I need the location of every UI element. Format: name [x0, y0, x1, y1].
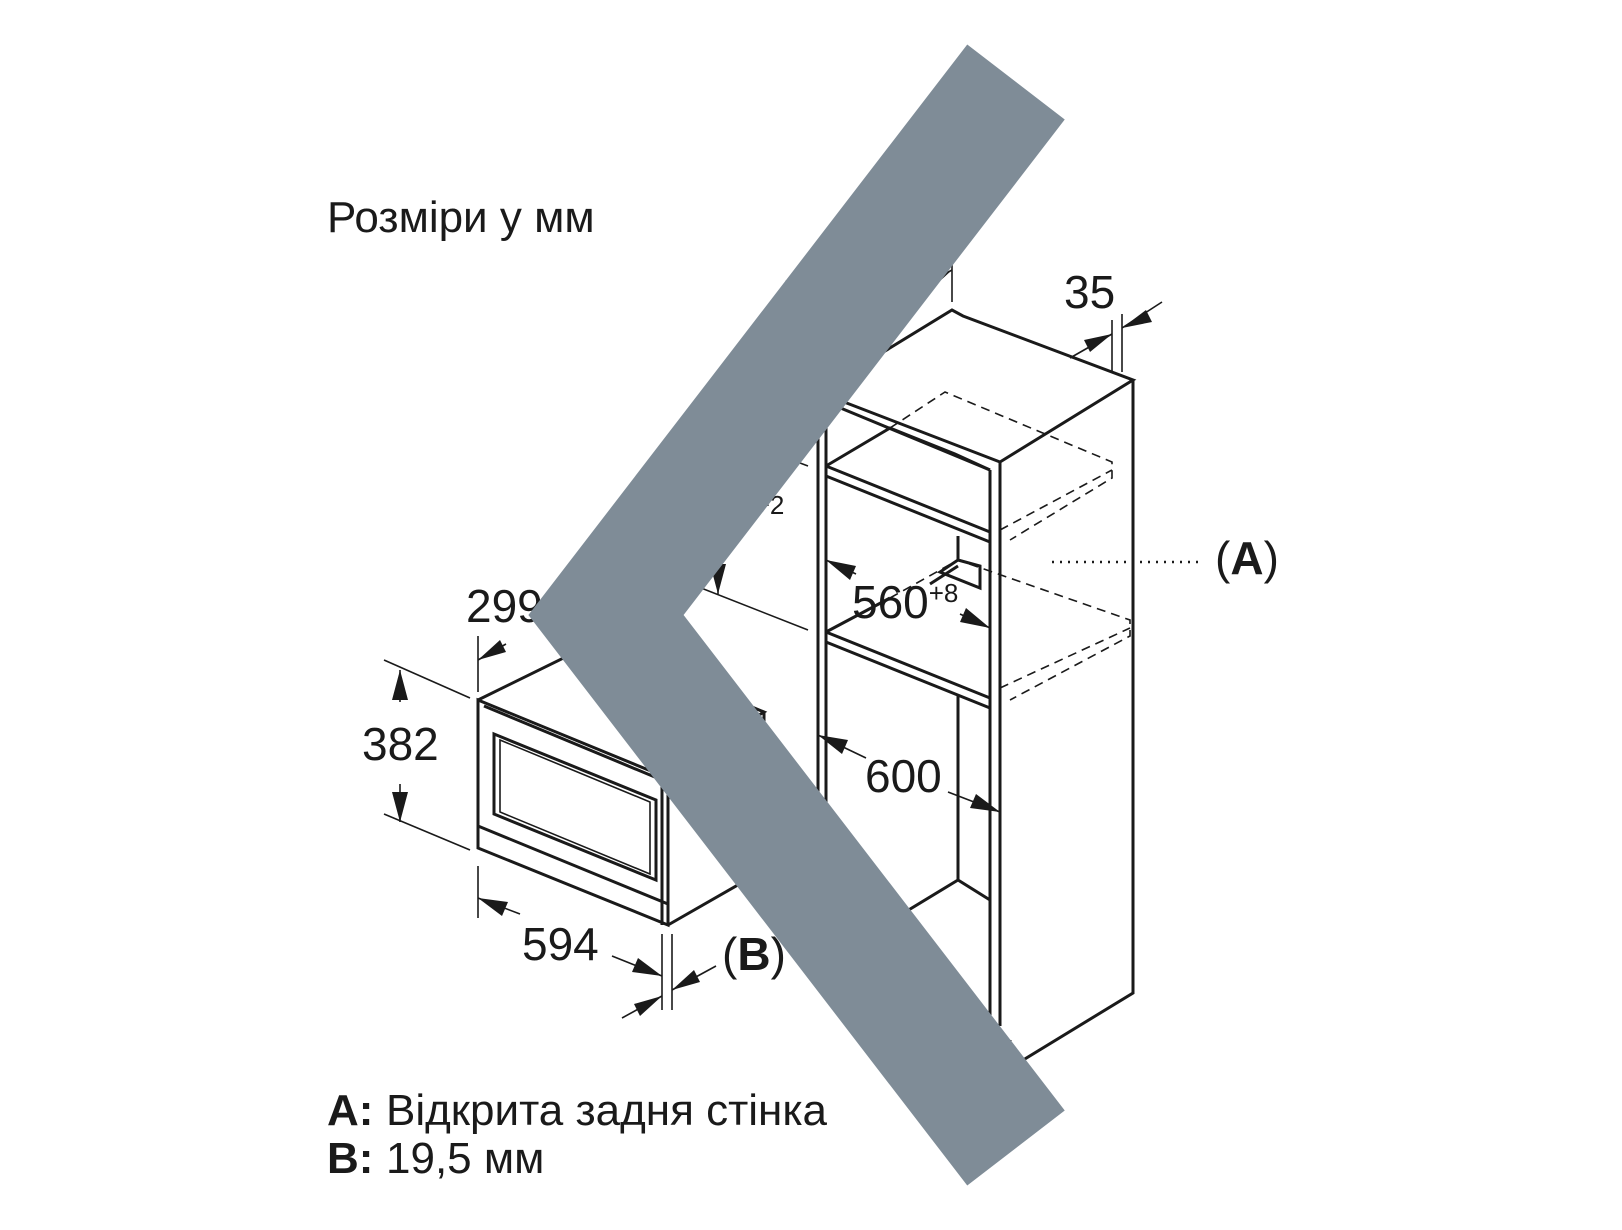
- arrow-b-left: [634, 996, 662, 1016]
- arrow-600-right: [970, 794, 1000, 812]
- marker-a-key: A: [1230, 532, 1263, 584]
- legend: A: Відкрита задня стінка B: 19,5 мм: [327, 1086, 828, 1183]
- shelf-top-back: [825, 426, 991, 472]
- device-window: [492, 731, 658, 883]
- shelf-mid-front2: [825, 640, 991, 710]
- arrow-382-bottom: [392, 792, 408, 822]
- hidden-mid-box: [889, 559, 1131, 701]
- label-device-depth: 299: [466, 580, 543, 632]
- arrow-560-left: [826, 560, 856, 580]
- cabinet-top-outline: [817, 308, 1137, 464]
- label-cabinet-inner-width: 600: [865, 750, 942, 802]
- cabinet-hidden-edges: [889, 391, 1131, 701]
- arrow-35-left: [1084, 334, 1112, 352]
- hidden-top-box: [889, 391, 1113, 541]
- cabinet: [816, 308, 1137, 1070]
- label-device-height: 382: [362, 718, 439, 770]
- label-niche-width: 560+8: [852, 576, 958, 628]
- label-cabinet-top-offset: 35: [1064, 266, 1115, 318]
- device-front-inner-top: [483, 704, 663, 782]
- arrow-560-right: [960, 608, 990, 628]
- label-niche-width-value: 560: [852, 576, 929, 628]
- shelf-mid-front: [825, 630, 991, 700]
- arrow-35-right: [1122, 310, 1152, 328]
- hidden-top-box-2: [999, 469, 1113, 531]
- label-device-width: 594: [522, 918, 599, 970]
- label-niche-width-tolerance: +8: [929, 578, 959, 608]
- diagram-title: Розміри у мм: [327, 193, 595, 242]
- marker-a: (A): [1215, 532, 1279, 584]
- legend-text-b: 19,5 мм: [386, 1134, 544, 1183]
- device-window-inner: [499, 738, 651, 876]
- legend-key-a: A:: [327, 1086, 373, 1135]
- arrow-594-left: [478, 898, 508, 916]
- arrow-b-right: [672, 970, 700, 990]
- shelf-top-front: [825, 464, 991, 534]
- device-front-frame: [476, 697, 670, 928]
- shelf-mid-back: [825, 596, 891, 634]
- device-bottom-strip: [477, 824, 669, 906]
- shelf-top-front2: [825, 474, 991, 544]
- ext-382-top: [383, 659, 471, 699]
- arrow-600-left: [818, 735, 848, 754]
- niche-bracket-arm: [929, 564, 959, 586]
- marker-a-close: ): [1264, 532, 1279, 584]
- marker-a-open: (: [1215, 532, 1231, 584]
- niche-bracket: [936, 536, 982, 591]
- arrow-382-top: [392, 670, 408, 700]
- legend-text-a: Відкрита задня стінка: [386, 1086, 828, 1135]
- marker-b-open: (: [722, 928, 738, 980]
- hidden-mid-box-2: [999, 627, 1131, 689]
- legend-key-b: B:: [327, 1134, 373, 1183]
- ext-382-bottom: [383, 813, 471, 851]
- ext-380-bottom: [695, 585, 809, 631]
- arrow-594-right: [632, 958, 662, 976]
- arrow-299-left: [478, 640, 506, 660]
- marker-b-key: B: [737, 928, 770, 980]
